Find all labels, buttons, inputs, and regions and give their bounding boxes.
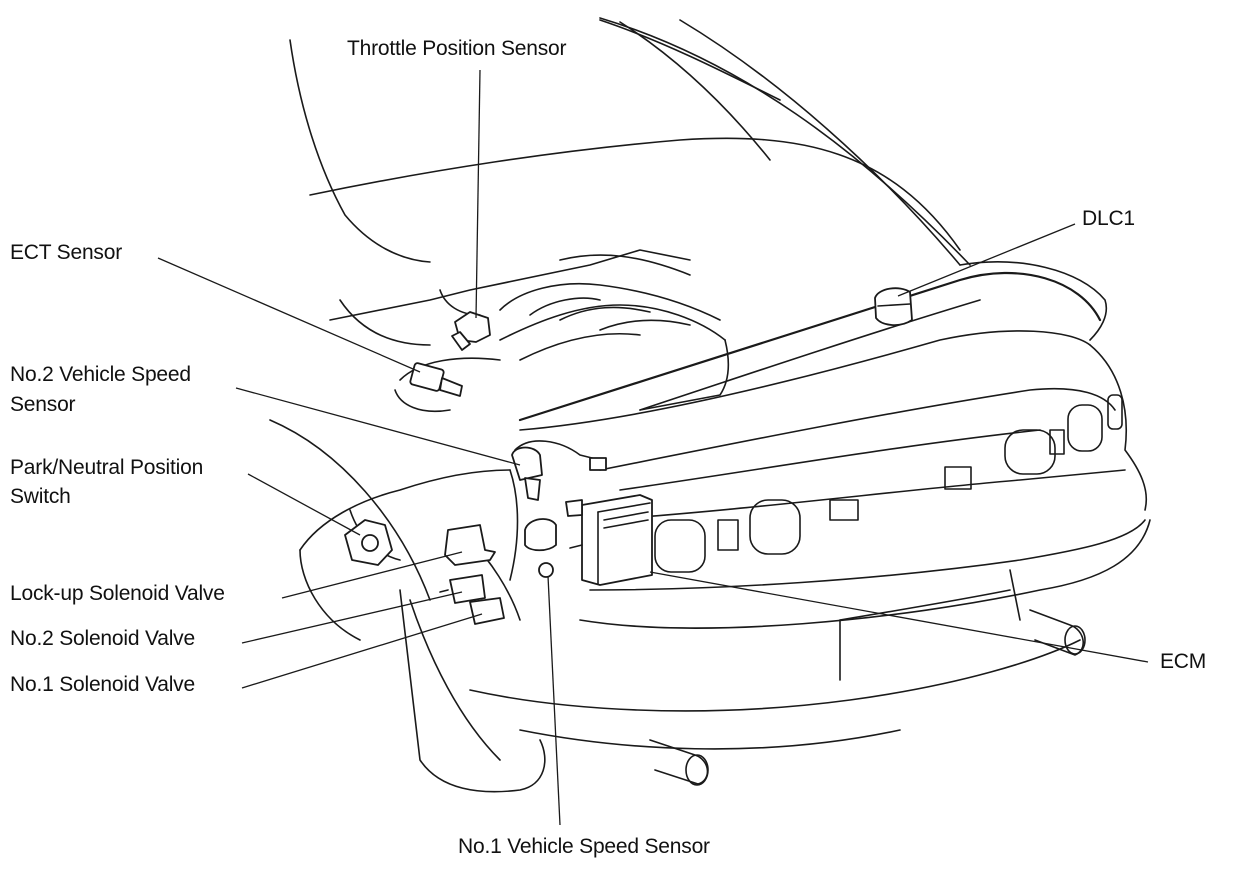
- leader-ect-sensor: [157, 257, 421, 373]
- label-no2-vehicle-speed-sensor-line2: Sensor: [10, 393, 76, 416]
- leader-lockup-solenoid-valve: [281, 551, 463, 599]
- label-no1-vehicle-speed-sensor: No.1 Vehicle Speed Sensor: [458, 835, 710, 858]
- label-ecm: ECM: [1160, 650, 1207, 673]
- leader-no1-solenoid-valve: [241, 613, 483, 689]
- label-lockup-solenoid-valve: Lock-up Solenoid Valve: [10, 582, 225, 605]
- leader-ecm: [649, 571, 1149, 663]
- leader-park-neutral-position-switch: [247, 473, 361, 536]
- label-dlc1: DLC1: [1082, 207, 1135, 230]
- throttle-position-sensor-part: [451, 311, 491, 351]
- label-park-neutral-position-switch-line2: Switch: [10, 485, 71, 508]
- label-no1-solenoid-valve: No.1 Solenoid Valve: [10, 673, 195, 696]
- leader-dlc1: [897, 223, 1076, 297]
- no1-vehicle-speed-sensor-part: [524, 518, 557, 578]
- leader-no2-solenoid-valve: [241, 591, 463, 644]
- no2-solenoid-valve-part: [439, 574, 486, 604]
- no2-vehicle-speed-sensor-part: [511, 440, 607, 501]
- park-neutral-position-switch-part: [344, 519, 393, 566]
- label-throttle-position-sensor: Throttle Position Sensor: [347, 37, 567, 60]
- hood-outline: [289, 17, 971, 266]
- leader-throttle-position-sensor: [475, 69, 481, 319]
- transaxle-area: [269, 419, 546, 793]
- label-no2-vehicle-speed-sensor-line1: No.2 Vehicle Speed: [10, 363, 191, 386]
- leader-no2-vehicle-speed-sensor: [235, 387, 521, 466]
- label-ect-sensor: ECT Sensor: [10, 241, 122, 264]
- rear-body: [469, 261, 1151, 786]
- lockup-solenoid-valve-part: [444, 524, 496, 566]
- label-no2-solenoid-valve: No.2 Solenoid Valve: [10, 627, 195, 650]
- leader-no1-vehicle-speed-sensor: [547, 575, 561, 826]
- dlc1-part: [874, 287, 913, 326]
- no1-solenoid-valve-part: [469, 597, 505, 625]
- ect-sensor-part: [409, 362, 463, 397]
- engine-block: [329, 249, 730, 413]
- ecm-part: [565, 494, 653, 586]
- label-park-neutral-position-switch-line1: Park/Neutral Position: [10, 456, 204, 479]
- leader-lines: [157, 69, 1149, 826]
